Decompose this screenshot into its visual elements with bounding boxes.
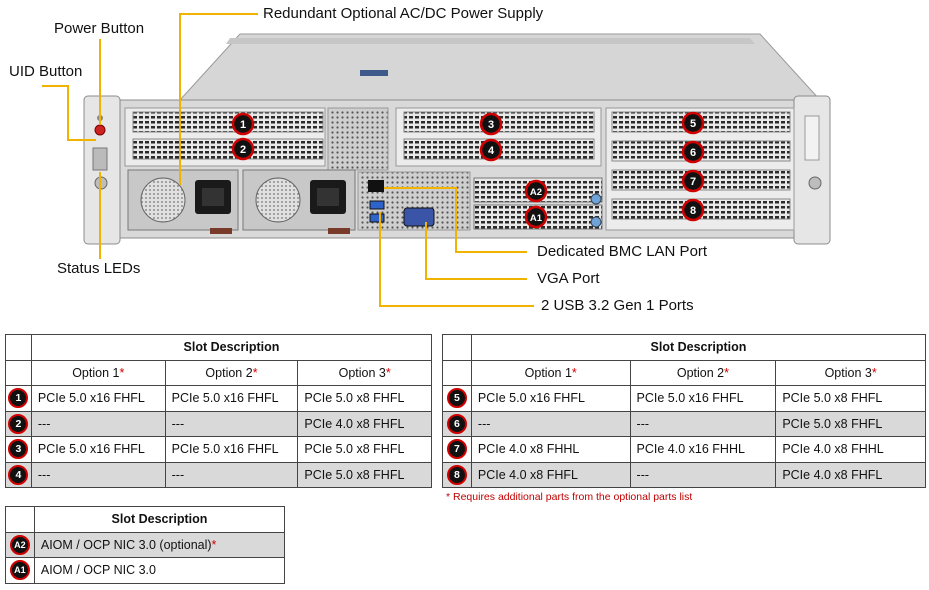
table-cell: PCIe 5.0 x16 FHFL [30, 385, 166, 412]
svg-text:A2: A2 [530, 187, 542, 198]
optional-parts-note: * Requires additional parts from the opt… [446, 491, 693, 503]
table-row: 7 PCIe 4.0 x8 FHHL PCIe 4.0 x16 FHHL PCI… [442, 436, 926, 463]
table-row: A2 AIOM / OCP NIC 3.0 (optional)* [5, 531, 286, 558]
table-cell: AIOM / OCP NIC 3.0 (optional)* [33, 531, 286, 558]
table-row: 8 PCIe 4.0 x8 FHFL --- PCIe 4.0 x8 FHFL [442, 461, 926, 488]
slot-table-left: Slot Description Option 1* Option 2* Opt… [5, 334, 433, 488]
slot-badge: 7 [446, 439, 467, 460]
badge-slot-a1: A1 [524, 205, 548, 229]
table-row: 2 --- --- PCIe 4.0 x8 FHFL [5, 410, 432, 437]
table-cell: PCIe 5.0 x16 FHFL [470, 385, 631, 412]
table-row: 4 --- --- PCIe 5.0 x8 FHFL [5, 461, 432, 488]
figure-badges: 1 2 3 4 5 6 7 8 A2 A1 [231, 111, 705, 229]
table-cell: PCIe 5.0 x16 FHFL [30, 436, 166, 463]
slot-badge: 2 [8, 413, 29, 434]
slot-badge: A2 [9, 534, 30, 555]
table-row: 3 PCIe 5.0 x16 FHFL PCIe 5.0 x16 FHFL PC… [5, 436, 432, 463]
table-cell: PCIe 5.0 x8 FHFL [775, 385, 926, 412]
column-header-option-3: Option 3* [297, 359, 432, 386]
callout-lines [42, 13, 534, 307]
server-rear-diagram: 1 2 3 4 5 6 7 8 A2 A1 Redundant Optional… [9, 5, 831, 314]
svg-text:2: 2 [240, 144, 246, 156]
table-cell: --- [470, 410, 631, 437]
table-cell: PCIe 5.0 x8 FHFL [297, 461, 432, 488]
server-chassis-illustration: 1 2 3 4 5 6 7 8 A2 A1 [42, 13, 831, 307]
column-header-option-2: Option 2* [164, 359, 299, 386]
svg-text:3: 3 [488, 119, 494, 131]
table-row: 1 PCIe 5.0 x16 FHFL PCIe 5.0 x16 FHFL PC… [5, 385, 432, 412]
badge-slot-7: 7 [681, 169, 705, 193]
column-header-option-2: Option 2* [629, 359, 777, 386]
badge-slot-6: 6 [681, 140, 705, 164]
table-cell: --- [30, 461, 166, 488]
badge-slot-4: 4 [479, 138, 503, 162]
table-cell: PCIe 5.0 x8 FHFL [775, 410, 926, 437]
table-row: A1 AIOM / OCP NIC 3.0 [5, 557, 286, 584]
badge-slot-2: 2 [231, 137, 255, 161]
table-cell: --- [629, 410, 777, 437]
table-cell: AIOM / OCP NIC 3.0 [33, 557, 286, 584]
svg-text:A1: A1 [530, 213, 543, 224]
vga-port-icon [403, 207, 435, 227]
table-cell: PCIe 5.0 x16 FHFL [164, 385, 299, 412]
callout-power-supply: Redundant Optional AC/DC Power Supply [263, 5, 544, 22]
slot-badge: 3 [8, 439, 29, 460]
power-button-icon [94, 124, 106, 136]
table-cell: --- [164, 461, 299, 488]
callout-status-leds: Status LEDs [57, 260, 141, 277]
callout-bmc-lan-port: Dedicated BMC LAN Port [537, 243, 708, 260]
badge-slot-8: 8 [681, 198, 705, 222]
table-cell: PCIe 4.0 x8 FHFL [775, 461, 926, 488]
table-cell: PCIe 4.0 x16 FHHL [629, 436, 777, 463]
table-cell: PCIe 4.0 x8 FHHL [470, 436, 631, 463]
slot-badge: A1 [9, 560, 30, 581]
callout-power-button: Power Button [54, 20, 145, 37]
callout-vga-port: VGA Port [537, 270, 600, 287]
table-cell: PCIe 5.0 x16 FHFL [629, 385, 777, 412]
slot-table-aiom: Slot Description A2 AIOM / OCP NIC 3.0 (… [5, 506, 286, 584]
slot-badge: 5 [446, 388, 467, 409]
table-cell: --- [629, 461, 777, 488]
table-cell: --- [30, 410, 166, 437]
slot-badge: 4 [8, 464, 29, 485]
svg-text:7: 7 [690, 176, 696, 188]
svg-text:8: 8 [690, 205, 696, 217]
callout-usb-ports: 2 USB 3.2 Gen 1 Ports [541, 297, 694, 314]
slot-table-title: Slot Description [470, 334, 927, 361]
bmc-lan-port-icon [368, 180, 384, 192]
slot-table-title: Slot Description [30, 334, 433, 361]
svg-text:4: 4 [488, 145, 495, 157]
table-cell: PCIe 5.0 x8 FHFL [297, 385, 432, 412]
column-header-option-1: Option 1* [30, 359, 166, 386]
status-leds-icon [92, 147, 108, 171]
slot-table-right: Slot Description Option 1* Option 2* Opt… [442, 334, 927, 488]
svg-text:5: 5 [690, 118, 696, 130]
table-cell: PCIe 5.0 x8 FHFL [297, 436, 432, 463]
callout-uid-button: UID Button [9, 63, 83, 80]
table-cell: PCIe 5.0 x16 FHFL [164, 436, 299, 463]
table-cell: PCIe 4.0 x8 FHFL [470, 461, 631, 488]
badge-slot-5: 5 [681, 111, 705, 135]
slot-badge: 1 [8, 388, 29, 409]
table-row: 6 --- --- PCIe 5.0 x8 FHFL [442, 410, 926, 437]
table-cell: --- [164, 410, 299, 437]
slot-badge: 8 [446, 464, 467, 485]
badge-slot-1: 1 [231, 112, 255, 136]
badge-slot-3: 3 [479, 112, 503, 136]
svg-text:6: 6 [690, 147, 696, 159]
table-row: 5 PCIe 5.0 x16 FHFL PCIe 5.0 x16 FHFL PC… [442, 385, 926, 412]
column-header-option-1: Option 1* [470, 359, 631, 386]
column-header-option-3: Option 3* [775, 359, 926, 386]
slot-badge: 6 [446, 413, 467, 434]
table-cell: PCIe 4.0 x8 FHHL [775, 436, 926, 463]
slot-table-title: Slot Description [33, 506, 286, 533]
usb-port-icon [369, 200, 385, 210]
table-cell: PCIe 4.0 x8 FHFL [297, 410, 432, 437]
badge-slot-a2: A2 [524, 179, 548, 203]
svg-text:1: 1 [240, 119, 246, 131]
